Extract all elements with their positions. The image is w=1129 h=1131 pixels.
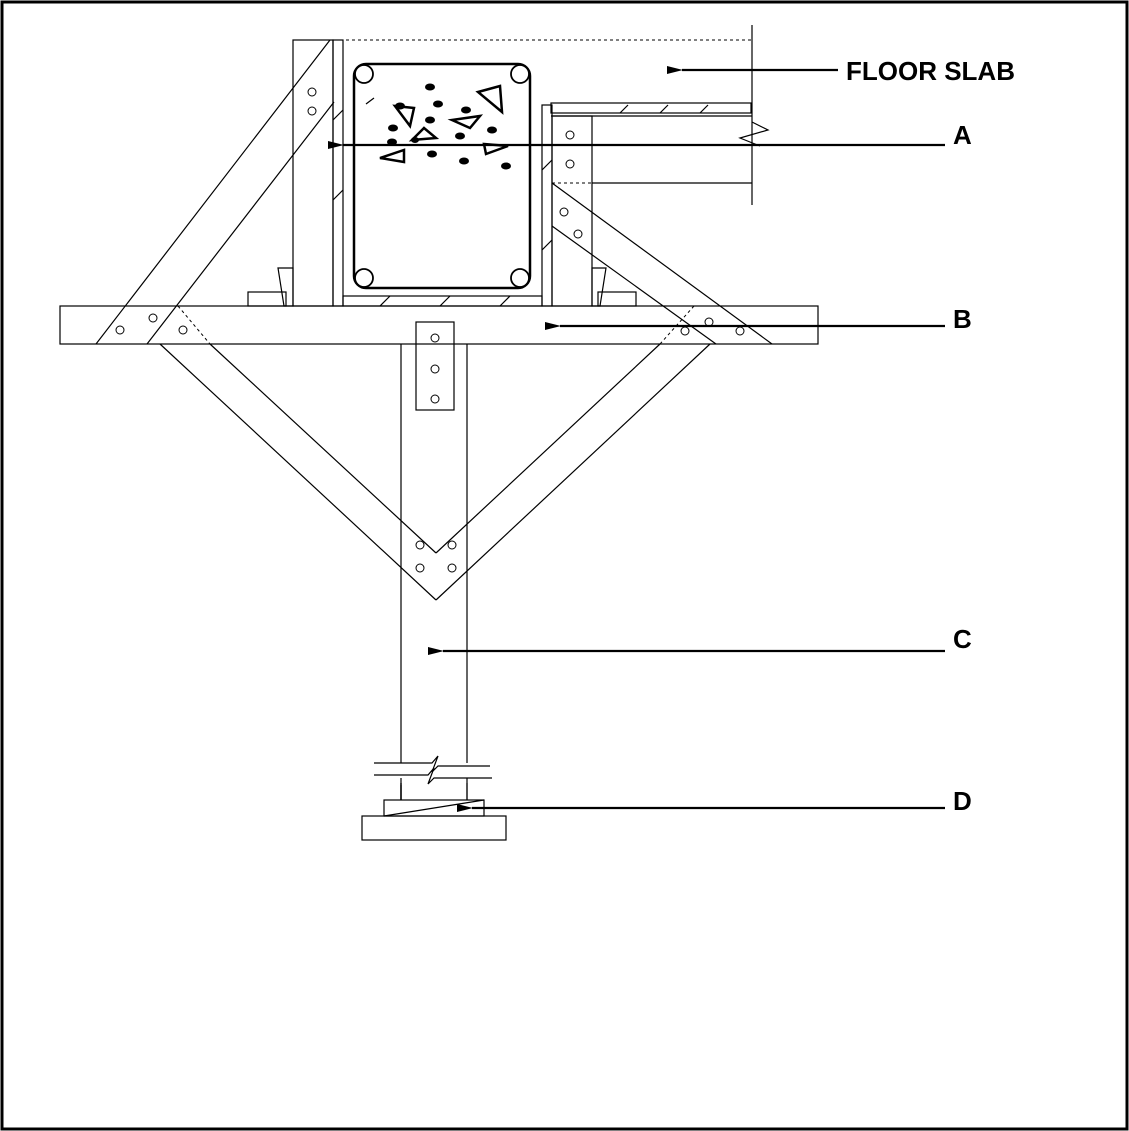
upper-braces — [95, 39, 773, 345]
beam-section — [352, 62, 532, 290]
label-b: B — [953, 304, 972, 334]
label-a: A — [953, 120, 972, 150]
floor-slab — [340, 25, 770, 205]
lower-braces — [159, 305, 711, 601]
soffit-board — [342, 295, 543, 307]
side-form-left — [292, 39, 344, 307]
label-c: C — [953, 624, 972, 654]
label-floor-slab: FLOOR SLAB — [846, 56, 1015, 86]
side-form-right — [541, 104, 593, 307]
callout-arrows — [328, 66, 945, 812]
post-base — [361, 799, 507, 841]
aggregate-particles — [387, 83, 511, 170]
label-d: D — [953, 786, 972, 816]
vertical-post — [374, 321, 492, 800]
